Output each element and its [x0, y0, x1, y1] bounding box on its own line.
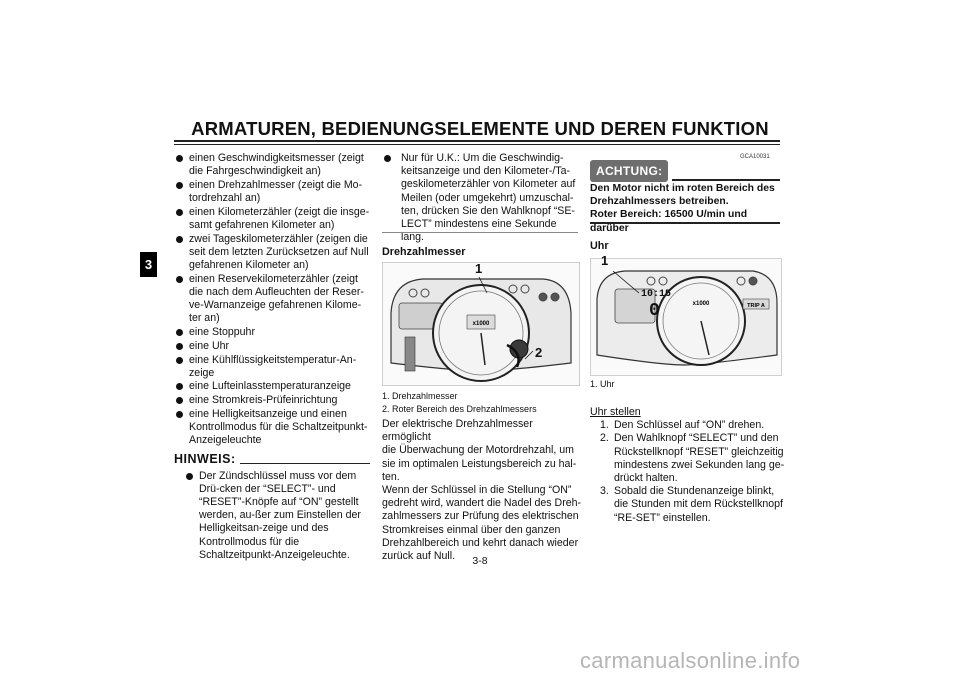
- body-line: ten.: [382, 470, 400, 483]
- figure-captions: 1. Drehzahlmesser 2. Roter Bereich des D…: [382, 390, 582, 416]
- middle-column: Nur für U.K.: Um die Geschwindig-keitsan…: [382, 152, 578, 245]
- warning-line: Roter Bereich: 16500 U/min und darüber: [590, 209, 748, 234]
- page-number: 3-8: [472, 555, 488, 567]
- step-text: Den Schlüssel auf “ON” drehen.: [614, 419, 765, 432]
- note-label: HINWEIS:: [174, 452, 236, 467]
- feature-list: einen Geschwindigkeitsmesser (zeigt die …: [174, 152, 370, 447]
- list-item: zwei Tageskilometerzähler (zeigen die se…: [174, 233, 370, 273]
- list-item: einen Geschwindigkeitsmesser (zeigt die …: [174, 152, 370, 178]
- body-line: sie im optimalen Leistungsbereich zu hal…: [382, 457, 577, 470]
- figure-caption: 1. Uhr: [590, 379, 615, 389]
- trip-label: TRIP A: [747, 303, 765, 309]
- step-number: 1.: [600, 419, 609, 432]
- warning-rule: [672, 179, 780, 181]
- warning-code: GCA10031: [740, 154, 770, 160]
- caption-item: 2. Roter Bereich des Drehzahlmessers: [382, 404, 537, 414]
- warning-line: Den Motor nicht im roten Bereich des: [590, 183, 775, 194]
- gear-readout: 0: [649, 301, 660, 321]
- caption-item: 1. Drehzahlmesser: [382, 391, 458, 401]
- body-line: Der elektrische Drehzahlmesser ermöglich…: [382, 418, 533, 444]
- warning-heading: ACHTUNG:: [590, 160, 780, 182]
- left-column: einen Geschwindigkeitsmesser (zeigt die …: [174, 152, 370, 563]
- tacho-unit-label: x1000: [473, 321, 490, 327]
- clock-readout: 10:15: [641, 289, 672, 300]
- body-line: Stromkreises einmal über den ganzen: [382, 523, 561, 536]
- body-line: gedreht wird, wandert die Nadel des Dreh…: [382, 497, 582, 510]
- tacho-unit-label: x1000: [693, 301, 710, 307]
- callout-2: 2: [535, 345, 543, 360]
- note-item: Der Zündschlüssel muss vor dem Drü-cken …: [184, 470, 370, 562]
- section-divider: [382, 232, 578, 233]
- section-heading-clock: Uhr: [590, 240, 609, 252]
- section-heading-tachometer: Drehzahlmesser: [382, 246, 466, 258]
- uk-note-list: Nur für U.K.: Um die Geschwindig-keitsan…: [382, 152, 578, 244]
- step-text: Sobald die Stundenanzeige blinkt, die St…: [614, 485, 783, 524]
- warning-text: Den Motor nicht im roten Bereich des Dre…: [590, 182, 786, 235]
- note-rule: [239, 462, 370, 464]
- callout-1: 1: [601, 253, 609, 268]
- step-item: 3. Sobald die Stundenanzeige blinkt, die…: [590, 485, 786, 525]
- note-list: Der Zündschlüssel muss vor dem Drü-cken …: [184, 470, 370, 562]
- tachometer-figure: x1000 1 2: [382, 261, 580, 386]
- step-number: 2.: [600, 432, 609, 445]
- body-line: zurück auf Null.: [382, 550, 456, 563]
- watermark: carmanualsonline.info: [580, 648, 801, 673]
- body-line: Wenn der Schlüssel in die Stellung “ON”: [382, 484, 572, 497]
- procedure-steps: 1. Den Schlüssel auf “ON” drehen. 2. Den…: [590, 419, 786, 525]
- step-number: 3.: [600, 485, 609, 498]
- body-line: die Überwachung der Motordrehzahl, um: [382, 444, 574, 457]
- list-item: eine Stromkreis-Prüfeinrichtung: [174, 394, 370, 407]
- list-item: eine Uhr: [174, 340, 370, 353]
- clock-procedure: Uhr stellen 1. Den Schlüssel auf “ON” dr…: [590, 406, 786, 525]
- body-line: zahlmessers zur Prüfung des elektrischen: [382, 510, 579, 523]
- list-item: einen Reservekilometerzähler (zeigt die …: [174, 273, 370, 326]
- list-item: einen Kilometerzähler (zeigt die insge-s…: [174, 206, 370, 232]
- instrument-cluster-illustration: x1000 TRIP A: [596, 270, 778, 366]
- callout-1: 1: [475, 261, 483, 276]
- warning-bottom-rule: [590, 222, 780, 224]
- tachometer-body: Der elektrische Drehzahlmesser ermöglich…: [382, 418, 582, 563]
- list-item: eine Stoppuhr: [174, 326, 370, 339]
- list-item: eine Kühlflüssigkeitstemperatur-An-zeige: [174, 354, 370, 380]
- list-item: eine Lufteinlasstemperaturanzeige: [174, 380, 370, 393]
- step-item: 2. Den Wahlknopf “SELECT” und den Rückst…: [590, 432, 786, 485]
- procedure-title: Uhr stellen: [590, 406, 641, 418]
- clock-figure: x1000 TRIP A 10:15 0 1: [590, 253, 782, 376]
- list-item: Nur für U.K.: Um die Geschwindig-keitsan…: [382, 152, 578, 244]
- list-item: einen Drehzahlmesser (zeigt die Mo-tordr…: [174, 179, 370, 205]
- step-text: Den Wahlknopf “SELECT” und den Rückstell…: [614, 432, 785, 485]
- warning-line: Drehzahlmessers betreiben.: [590, 196, 729, 208]
- step-item: 1. Den Schlüssel auf “ON” drehen.: [590, 419, 786, 432]
- body-line: Drehzahlbereich und kehrt danach wieder: [382, 536, 579, 549]
- title-rule-thin: [174, 144, 780, 145]
- note-heading: HINWEIS:: [174, 453, 370, 466]
- list-item: eine Helligkeitsanzeige und einen Kontro…: [174, 408, 370, 448]
- instrument-cluster-illustration: x1000: [390, 276, 572, 382]
- chapter-tab: 3: [140, 252, 157, 277]
- warning-badge: ACHTUNG:: [590, 160, 669, 182]
- page-title: ARMATUREN, BEDIENUNGSELEMENTE UND DEREN …: [191, 118, 769, 139]
- title-rule: [174, 140, 780, 142]
